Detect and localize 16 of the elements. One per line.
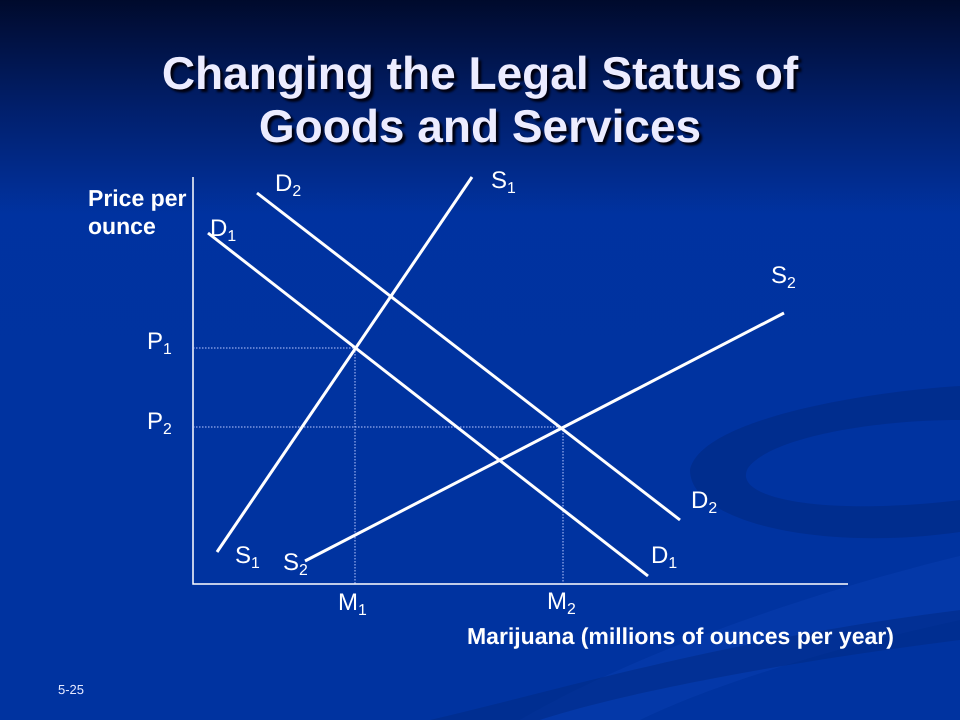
curve-label: S$_{1}$ [235,544,260,568]
curve-label: S$_{2}$ [283,551,308,575]
curve-label: D$_{2}$ [275,172,302,196]
slide-title: Changing the Legal Status of Goods and Services [160,47,800,153]
axis-tick-label: P$_{1}$ [147,330,172,354]
curve-label: D$_{2}$ [691,489,718,513]
axis-tick-label: M$_{1}$ [338,591,367,615]
slide-number: 5-25 [58,683,84,696]
axis-title: Marijuana (millions of ounces per year) [467,622,894,650]
axis-tick-label: P$_{2}$ [147,410,172,434]
curve-label: D$_{1}$ [651,544,678,568]
curve-label: D$_{1}$ [210,217,236,241]
curve-label: S$_{1}$ [491,169,516,193]
axis-title: Price per ounce [88,184,188,240]
curve-label: S$_{2}$ [771,264,796,288]
axis-tick-label: M$_{2}$ [547,590,576,614]
